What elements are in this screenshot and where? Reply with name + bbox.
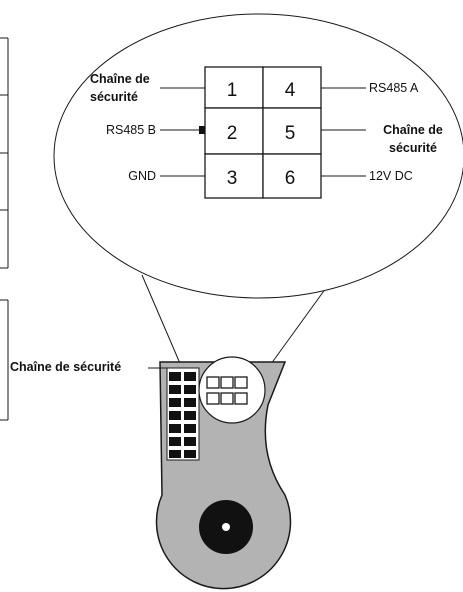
terminal-strip: [166, 367, 200, 461]
left-panel-upper: [0, 37, 9, 269]
pin-5-number: 5: [285, 123, 296, 144]
pin-6-number: 6: [285, 168, 296, 189]
pin-grid: [204, 66, 322, 199]
pin-2-label: RS485 B: [106, 123, 156, 137]
pin-6-label: 12V DC: [369, 169, 413, 183]
pin-3-number: 3: [227, 168, 238, 189]
pin-4-number: 4: [285, 80, 296, 101]
pin-5-label-line2: sécurité: [389, 141, 437, 155]
small-connector: [206, 376, 248, 405]
pin-1-label-line1: Chaîne de: [90, 72, 150, 86]
controller-board: [155, 356, 292, 590]
board-highlight-circle: [198, 356, 266, 424]
pin-2-number: 2: [227, 123, 238, 144]
pin-5-label-line1: Chaîne de: [383, 123, 443, 137]
board-label: Chaîne de sécurité: [10, 360, 121, 374]
pin-1-label-line2: sécurité: [90, 90, 138, 104]
left-panel-lower: [0, 299, 9, 421]
mounting-hole-center: [222, 523, 230, 531]
pin-3-label: GND: [128, 169, 156, 183]
pin-leader-lines: [160, 87, 366, 177]
pin-4-label: RS485 A: [369, 81, 419, 95]
pin-2-marker: [199, 126, 205, 134]
pin-1-number: 1: [227, 80, 238, 101]
